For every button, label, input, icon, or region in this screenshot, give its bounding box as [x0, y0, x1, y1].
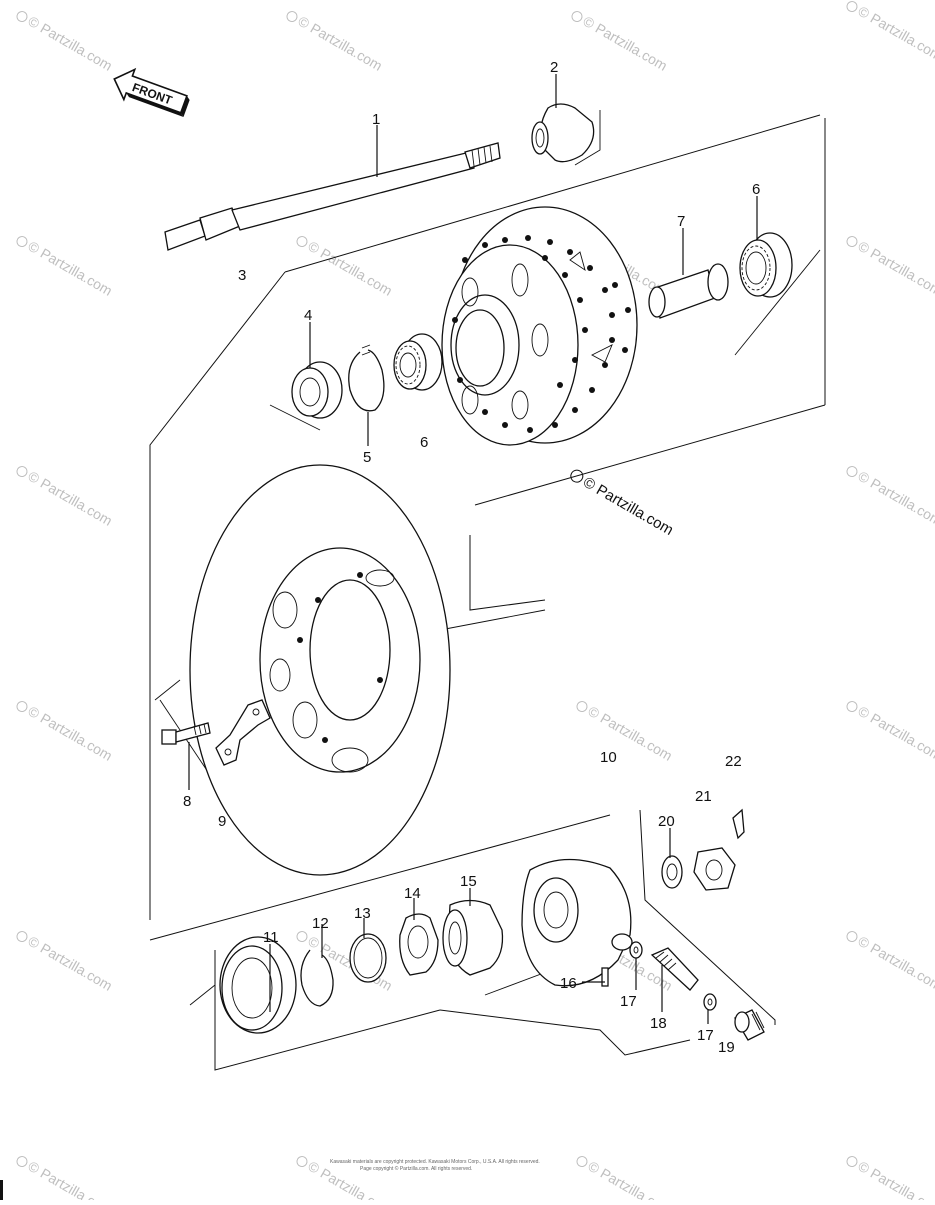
callout-6a: 6 [752, 181, 760, 198]
callout-11: 11 [263, 929, 279, 946]
watermark: © Partzilla.com [25, 703, 115, 764]
gear-retainer [399, 913, 439, 976]
callout-6b: 6 [420, 434, 428, 451]
watermark: © Partzilla.com [25, 933, 115, 994]
watermark: © Partzilla.com [25, 1158, 115, 1200]
callout-15: 15 [460, 873, 477, 890]
bushing [734, 1009, 765, 1041]
callout-7: 7 [677, 213, 685, 230]
wheel-hub [441, 206, 638, 446]
callout-17b: 17 [697, 1027, 714, 1044]
callout-1: 1 [372, 111, 380, 128]
watermark: © Partzilla.com [585, 1158, 675, 1200]
brake-disc [189, 464, 451, 876]
watermark: © Partzilla.com [580, 13, 670, 74]
grease-seal [219, 936, 297, 1034]
callout-numbers: 1 2 3 4 5 6 6 7 8 9 10 11 12 13 14 15 16… [183, 59, 760, 1056]
bearing-left [393, 333, 443, 391]
spacer-tube [648, 263, 729, 319]
watermark: © Partzilla.com [855, 238, 935, 299]
thrust-washer [349, 933, 387, 983]
small-washer-lower [703, 993, 717, 1011]
callout-4: 4 [304, 307, 312, 324]
cotter-pin [732, 808, 745, 840]
watermark: © Partzilla.com [25, 238, 115, 299]
callout-22: 22 [725, 753, 742, 770]
pinion-gear [650, 947, 699, 991]
lock-plate [215, 699, 271, 766]
axle-nut [693, 847, 736, 891]
callout-19: 19 [718, 1039, 735, 1056]
callout-8: 8 [183, 793, 191, 810]
small-washer-upper [629, 941, 643, 959]
callout-10: 10 [600, 749, 617, 766]
watermark: © Partzilla.com [855, 1158, 935, 1200]
snap-ring [300, 949, 334, 1007]
cap-nut [531, 103, 595, 163]
callout-14: 14 [404, 885, 421, 902]
front-arrow-icon: FRONT [113, 67, 190, 117]
watermark: © Partzilla.com [295, 13, 385, 74]
footer-copyright-2: Page copyright © Partzilla.com. All righ… [360, 1165, 472, 1172]
dowel-pin [601, 967, 609, 987]
watermark: © Partzilla.com [855, 468, 935, 529]
callout-12: 12 [312, 915, 329, 932]
mounting-bolt [161, 722, 211, 745]
watermark: © Partzilla.com [585, 703, 675, 764]
callout-18: 18 [650, 1015, 667, 1032]
watermark: © Partzilla.com [855, 3, 935, 64]
footer-copyright-1: Kawasaki materials are copyright protect… [330, 1159, 540, 1165]
center-watermark-text: © Partzilla.com [580, 474, 676, 539]
callout-9: 9 [218, 813, 226, 830]
callout-17a: 17 [620, 993, 637, 1010]
watermark: © Partzilla.com [305, 238, 395, 299]
oil-seal-left [291, 361, 343, 419]
callout-2: 2 [550, 59, 558, 76]
watermark: © Partzilla.com [855, 933, 935, 994]
center-watermark: © Partzilla.com [570, 469, 676, 539]
drive-gear [442, 899, 504, 976]
axle [164, 142, 501, 251]
meter-gear-housing [521, 858, 633, 987]
callout-3: 3 [238, 267, 246, 284]
bearing-right [739, 232, 793, 298]
edge-mark [0, 1180, 3, 1200]
axle-washer [661, 855, 683, 889]
callout-20: 20 [658, 813, 675, 830]
callout-13: 13 [354, 905, 371, 922]
watermark: © Partzilla.com [855, 703, 935, 764]
circlip [348, 344, 385, 412]
watermark-layer: © Partzilla.com © Partzilla.com © Partzi… [16, 1, 935, 1205]
callout-5: 5 [363, 449, 371, 466]
watermark: © Partzilla.com [25, 13, 115, 74]
leader-lines [188, 74, 758, 1024]
callout-16: 16 [560, 975, 577, 992]
watermark: © Partzilla.com [25, 468, 115, 529]
callout-21: 21 [695, 788, 712, 805]
